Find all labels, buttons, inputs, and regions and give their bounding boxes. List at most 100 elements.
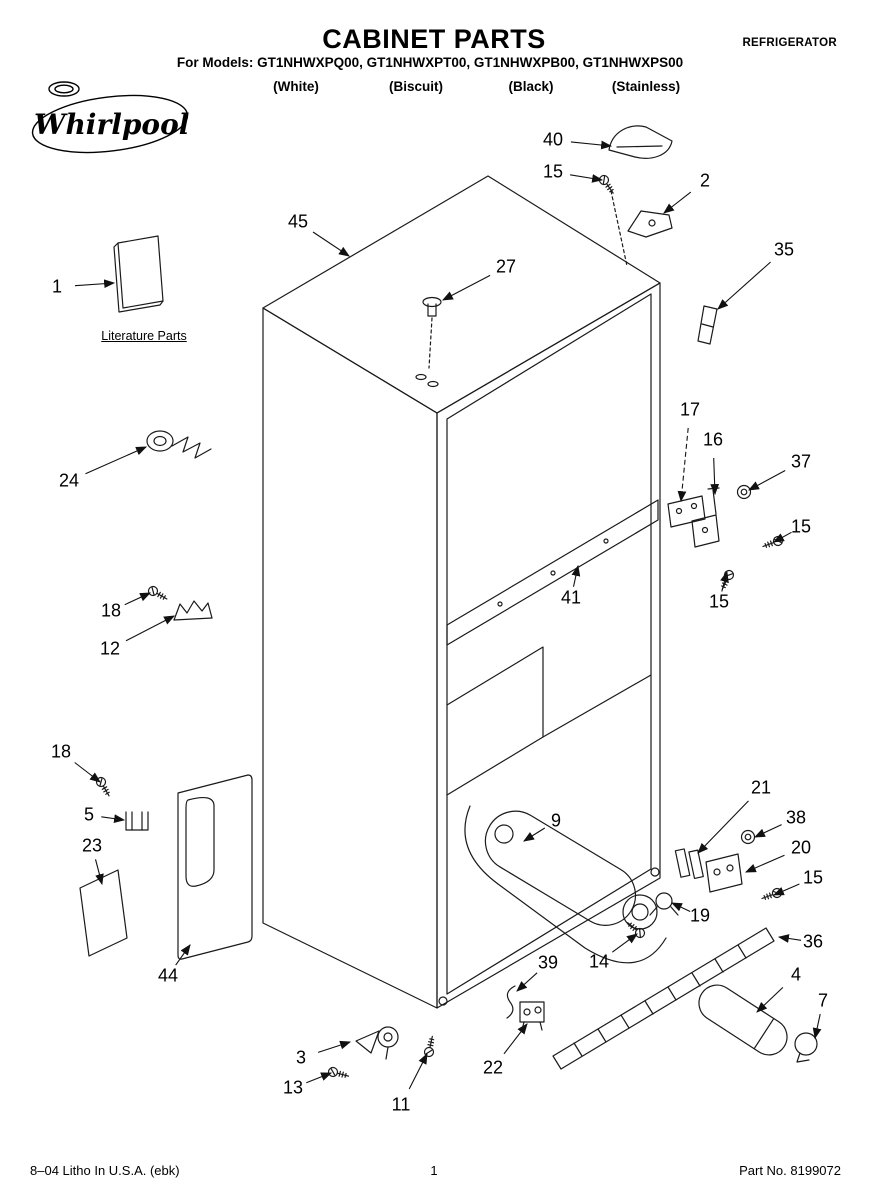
appliance-type-label: REFRIGERATOR bbox=[742, 37, 837, 49]
callout-12: 12 bbox=[99, 638, 121, 659]
callout-5: 5 bbox=[83, 804, 95, 825]
hinge-bracket-lower bbox=[691, 514, 720, 548]
leader-line-40 bbox=[570, 140, 613, 150]
logo-emblem-inner bbox=[54, 84, 74, 94]
leader-line-37 bbox=[748, 470, 786, 491]
compressor-9 bbox=[464, 805, 667, 964]
plug-27 bbox=[415, 296, 442, 388]
leader-line-41 bbox=[571, 564, 581, 587]
callout-16: 16 bbox=[702, 429, 724, 450]
callout-24: 24 bbox=[58, 470, 80, 491]
callout-44: 44 bbox=[157, 965, 179, 986]
literature-pack-1 bbox=[113, 235, 164, 313]
leader-line-15-c bbox=[720, 570, 729, 592]
callout-20: 20 bbox=[790, 837, 812, 858]
page-title: CABINET PARTS bbox=[322, 24, 546, 54]
leader-line-15-a bbox=[570, 174, 604, 183]
panel-23 bbox=[79, 869, 128, 957]
callout-1: 1 bbox=[51, 276, 63, 297]
leader-line-19 bbox=[671, 902, 691, 912]
leader-line-38 bbox=[754, 824, 782, 838]
whirlpool-logo: Whirlpool bbox=[31, 81, 189, 154]
clip-39 bbox=[506, 985, 516, 1019]
leader-line-21 bbox=[697, 800, 749, 854]
callout-18-a: 18 bbox=[100, 600, 122, 621]
clamp-24 bbox=[146, 430, 212, 459]
logo-ellipse bbox=[31, 94, 189, 154]
callout-11: 11 bbox=[391, 1094, 411, 1115]
clip-5 bbox=[125, 811, 149, 831]
footer-page-number: 1 bbox=[430, 1163, 438, 1178]
callout-15-a: 15 bbox=[542, 161, 564, 182]
leader-line-15-d bbox=[772, 883, 800, 896]
callout-27: 27 bbox=[495, 256, 517, 277]
footer-part-number: Part No. 8199072 bbox=[739, 1163, 841, 1178]
hinge-bracket-17 bbox=[667, 495, 706, 528]
leader-line-13 bbox=[306, 1072, 333, 1084]
leader-line-12 bbox=[125, 615, 175, 642]
leader-line-1 bbox=[74, 279, 116, 289]
water-filter-4 bbox=[698, 984, 788, 1056]
leader-line-14 bbox=[611, 933, 638, 953]
callout-45: 45 bbox=[287, 211, 309, 232]
leader-line-18-a bbox=[124, 592, 151, 606]
color-label-biscuit: (Biscuit) bbox=[389, 79, 443, 94]
trim-35 bbox=[697, 305, 718, 345]
leader-line-17 bbox=[677, 427, 689, 503]
bracket-2 bbox=[627, 210, 673, 238]
callout-15-d: 15 bbox=[802, 867, 824, 888]
leader-lines bbox=[74, 140, 822, 1090]
footer-litho-text: 8–04 Litho In U.S.A. (ebk) bbox=[30, 1163, 180, 1178]
callout-19: 19 bbox=[689, 905, 711, 926]
callout-23: 23 bbox=[81, 835, 103, 856]
side-panel-44 bbox=[177, 774, 253, 960]
leader-line-4 bbox=[756, 987, 784, 1013]
callout-35: 35 bbox=[773, 239, 795, 260]
leader-line-5 bbox=[101, 814, 126, 823]
callout-3: 3 bbox=[295, 1047, 307, 1068]
callout-41: 41 bbox=[560, 587, 582, 608]
leader-line-23 bbox=[94, 859, 104, 886]
cover-40 bbox=[608, 125, 673, 159]
callout-22: 22 bbox=[482, 1057, 504, 1078]
callout-7: 7 bbox=[817, 990, 829, 1011]
base-grille-36 bbox=[552, 927, 775, 1070]
callout-14: 14 bbox=[588, 951, 610, 972]
callout-15-c: 15 bbox=[708, 591, 730, 612]
leader-line-16 bbox=[710, 457, 720, 496]
logo-emblem-outer bbox=[48, 81, 80, 97]
leader-line-20 bbox=[744, 854, 785, 873]
color-label-white: (White) bbox=[273, 79, 319, 94]
callout-38: 38 bbox=[785, 807, 807, 828]
leader-line-24 bbox=[85, 446, 148, 475]
leader-line-39 bbox=[516, 972, 538, 992]
callout-13: 13 bbox=[282, 1077, 304, 1098]
bracket-12 bbox=[173, 600, 213, 621]
roller-assembly-3 bbox=[355, 1026, 399, 1060]
literature-parts-label: Literature Parts bbox=[101, 329, 187, 343]
brand-name: Whirlpool bbox=[34, 108, 189, 141]
color-label-black: (Black) bbox=[508, 79, 554, 94]
callout-4: 4 bbox=[790, 964, 802, 985]
callout-15-b: 15 bbox=[790, 516, 812, 537]
callout-9: 9 bbox=[550, 810, 562, 831]
color-label-stainless: (Stainless) bbox=[611, 79, 681, 94]
leader-line-9 bbox=[523, 827, 546, 842]
callout-17: 17 bbox=[679, 399, 701, 420]
leader-line-7 bbox=[812, 1013, 822, 1040]
callout-39: 39 bbox=[537, 952, 559, 973]
leader-line-18-b bbox=[74, 762, 101, 783]
filter-cap-7 bbox=[794, 1032, 818, 1063]
cabinet-body bbox=[262, 175, 661, 1009]
leader-line-22 bbox=[503, 1023, 528, 1055]
callout-36: 36 bbox=[802, 931, 824, 952]
callout-37: 37 bbox=[790, 451, 812, 472]
hinge-pin-centerline bbox=[610, 190, 628, 267]
callout-21: 21 bbox=[750, 777, 772, 798]
leader-line-2 bbox=[663, 191, 692, 214]
leader-line-27 bbox=[442, 274, 491, 301]
leader-line-36 bbox=[777, 934, 802, 943]
bracket-21 bbox=[674, 848, 704, 880]
